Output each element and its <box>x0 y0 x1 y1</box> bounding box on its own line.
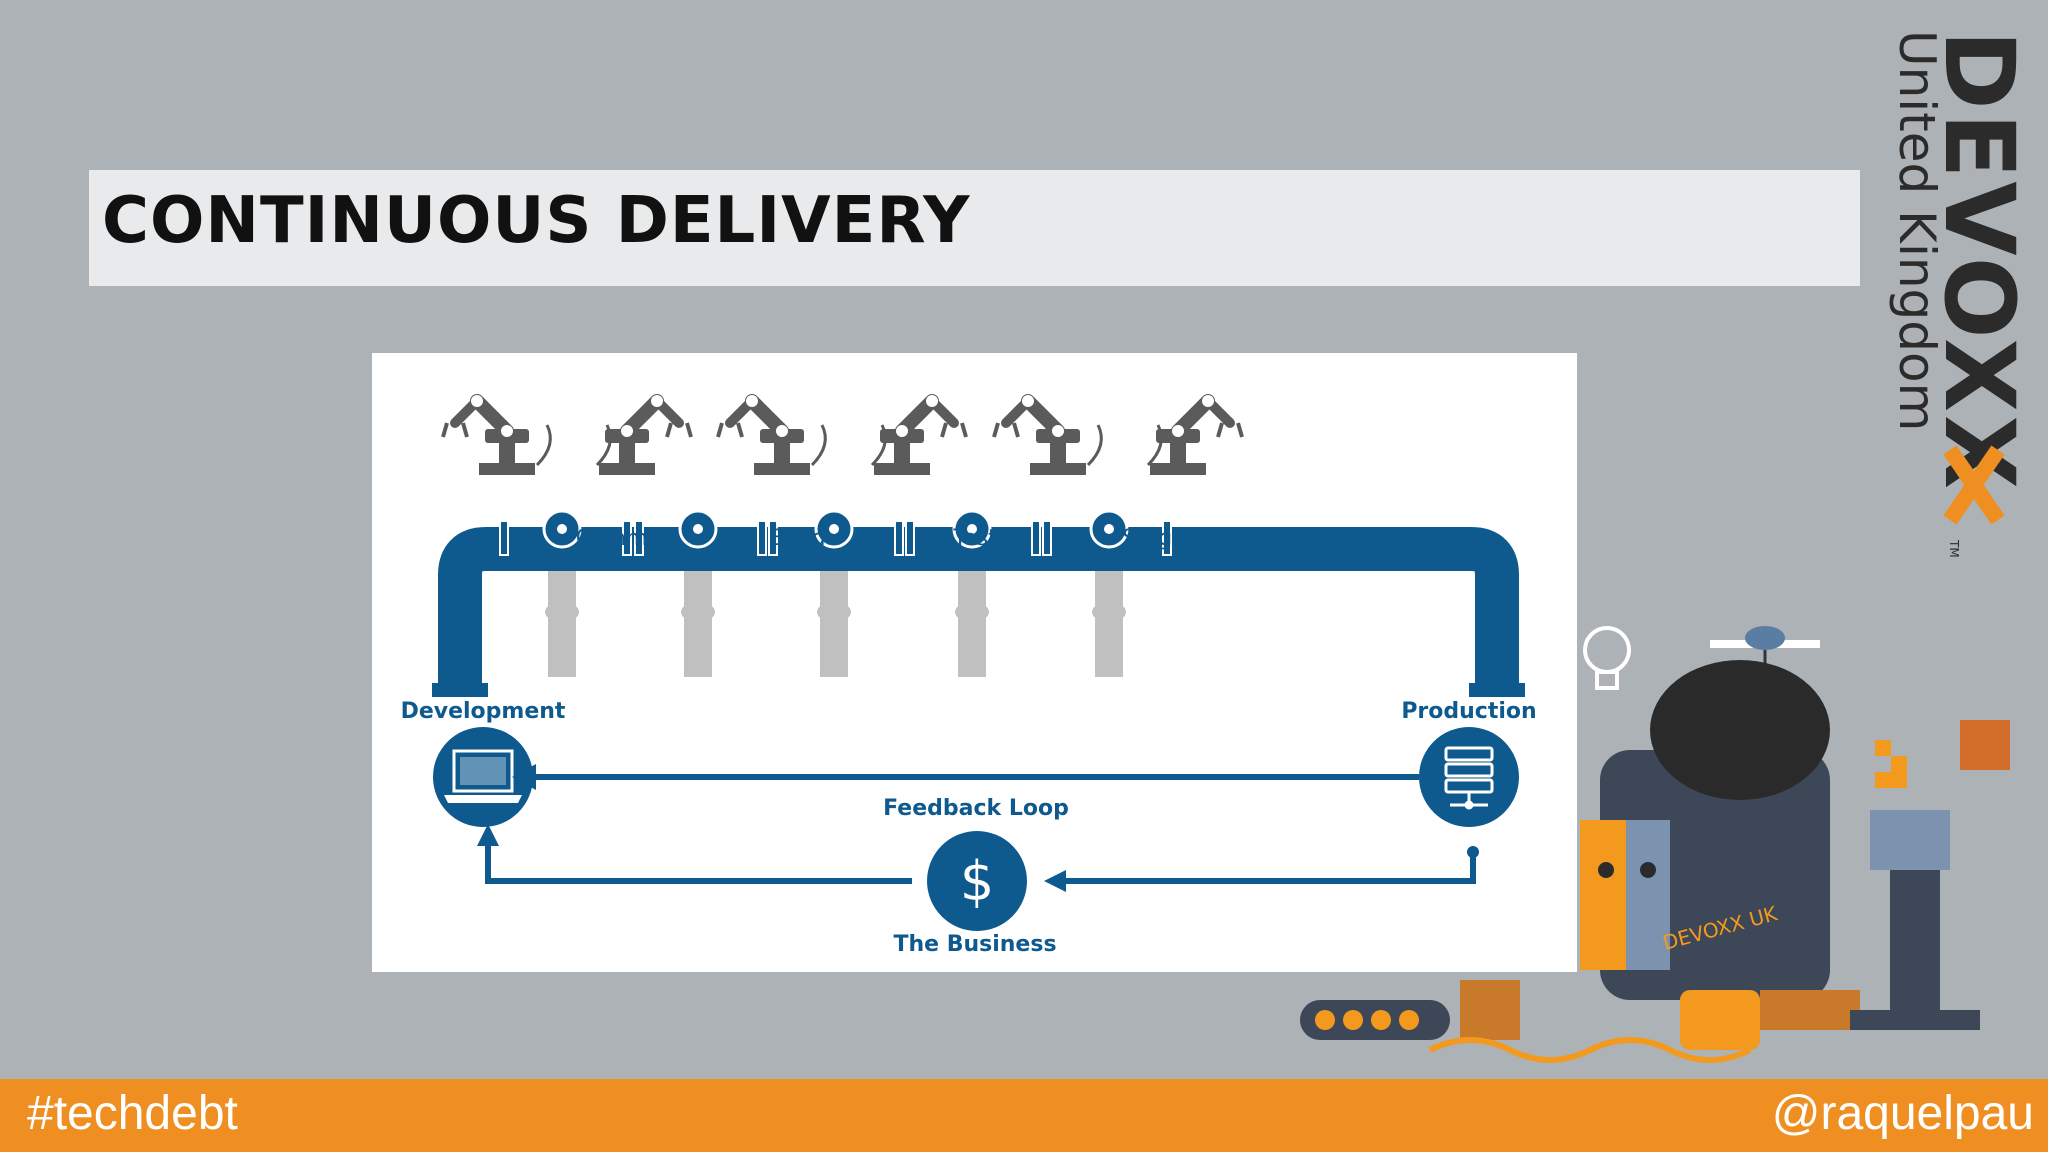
smoke-cloud <box>1650 660 1830 800</box>
devoxx-x-accent <box>1943 445 2005 525</box>
pipe-joint-9 <box>1162 520 1172 556</box>
support-joint-4 <box>1092 602 1126 622</box>
pipe-joint-4 <box>768 520 778 556</box>
trademark: TM <box>1947 539 1961 558</box>
pipe-joint-2 <box>634 520 644 556</box>
stage-labels: Commit Build Test Stage Deploy <box>576 526 1372 551</box>
stage-label-commit: Commit <box>576 526 663 551</box>
business-node <box>927 831 1027 931</box>
pipe-joint-1 <box>622 520 632 556</box>
robot-arm-icon <box>441 394 552 475</box>
support-leg-3 <box>958 571 986 677</box>
stage-label-deploy: Deploy <box>1294 526 1371 551</box>
robot-arm-icon <box>595 394 693 475</box>
support-leg-1 <box>684 571 712 677</box>
valve-dot-0 <box>557 524 567 534</box>
support-leg-4 <box>1095 571 1123 677</box>
broom <box>1460 980 1520 1040</box>
robot-arm-icon <box>870 394 968 475</box>
support-leg-2 <box>820 571 848 677</box>
lightbulb-icon <box>1583 626 1631 690</box>
business-loop-start-dot <box>1467 846 1479 858</box>
pipe-joints <box>499 520 1172 556</box>
valve-dot-1 <box>693 524 703 534</box>
robot-arm-icon <box>716 394 827 475</box>
pipeline <box>432 527 1525 697</box>
pipe-flange-right <box>1469 683 1525 697</box>
robot-mascot-illustration: DEVOXX UK <box>1300 626 2010 1063</box>
pipe-joint-3 <box>757 520 767 556</box>
conveyor-wheels <box>1315 1010 1419 1030</box>
support-joint-1 <box>681 602 715 622</box>
speaker-handle: @raquelpau <box>1771 1087 2034 1140</box>
stage-label-build: Build <box>770 526 825 551</box>
small-robot <box>1850 810 1980 1030</box>
devoxx-logo: DEVOXX United Kingdom TM <box>1888 30 2020 558</box>
valve-dot-4 <box>1104 524 1114 534</box>
pipe-joint-7 <box>1031 520 1041 556</box>
footer-bar: #techdebt @raquelpau <box>0 1079 2048 1152</box>
valve-dot-2 <box>829 524 839 534</box>
server-icon <box>1444 746 1494 810</box>
diagram-svg: Commit Build Test Stage Deploy Developme… <box>401 394 1537 957</box>
devoxx-wordmark: DEVOXX <box>1923 30 2020 492</box>
devoxx-region: United Kingdom <box>1888 30 1946 431</box>
pipe <box>438 527 1519 687</box>
robot-arms <box>441 394 1244 475</box>
tetris-blocks <box>1875 740 1907 788</box>
robot-arm-icon <box>992 394 1103 475</box>
support-joint-3 <box>955 602 989 622</box>
title-bar: CONTINUOUS DELIVERY <box>89 170 1860 286</box>
pipe-valves <box>542 509 1129 549</box>
support-joint-2 <box>817 602 851 622</box>
dollar-icon: $ <box>960 850 994 913</box>
stage-label-test: Test <box>952 526 997 551</box>
production-label: Production <box>1401 699 1536 724</box>
pipe-joint-0 <box>499 520 509 556</box>
business-arrow-head-up <box>477 824 499 846</box>
hashtag: #techdebt <box>27 1087 238 1140</box>
business-label: The Business <box>893 932 1056 957</box>
continuous-delivery-diagram: Commit Build Test Stage Deploy Developme… <box>372 353 1577 972</box>
valve-dot-3 <box>967 524 977 534</box>
laptop-icon <box>444 749 522 803</box>
pipe-flange-left <box>432 683 488 697</box>
feedback-loop-label: Feedback Loop <box>883 796 1069 821</box>
coffee-cup <box>1960 720 2010 770</box>
stage-label-stage: Stage <box>1122 526 1186 551</box>
business-arrow-head-left <box>1044 870 1066 892</box>
pipe-joint-6 <box>905 520 915 556</box>
slide-title: CONTINUOUS DELIVERY <box>102 184 971 258</box>
business-loop-arrows <box>485 845 1476 884</box>
development-label: Development <box>401 699 566 724</box>
feedback-loop-arrow <box>512 764 1419 790</box>
pipe-supports <box>545 571 1126 677</box>
support-leg-0 <box>548 571 576 677</box>
support-joint-0 <box>545 602 579 622</box>
robot-fist <box>1680 990 1760 1050</box>
robot-arm-icon <box>1146 394 1244 475</box>
pipe-joint-8 <box>1042 520 1052 556</box>
pipe-joint-5 <box>894 520 904 556</box>
